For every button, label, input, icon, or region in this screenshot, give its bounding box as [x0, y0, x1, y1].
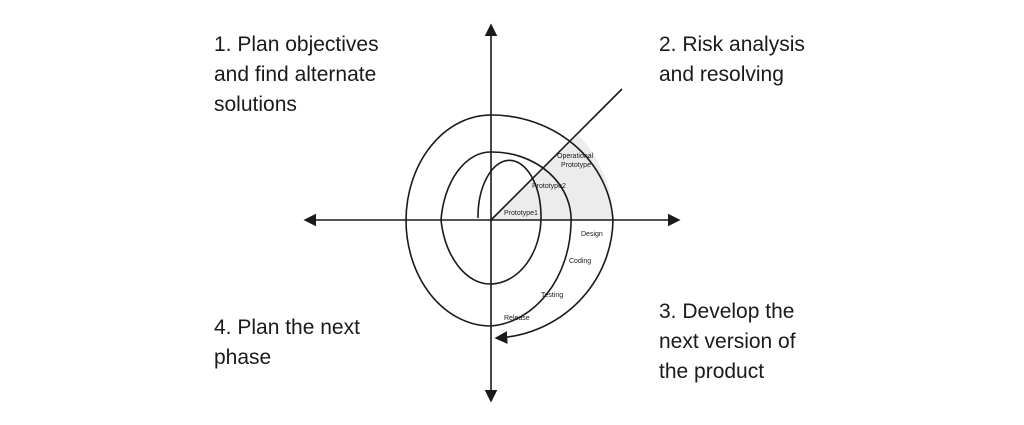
quadrant-text-line: and resolving	[659, 63, 784, 86]
quadrant-text-line: and find alternate	[214, 63, 377, 86]
label-testing: Testing	[541, 292, 563, 299]
label-prototype1: Prototype1	[504, 210, 538, 217]
label-coding: Coding	[569, 258, 591, 265]
label-design: Design	[581, 231, 603, 238]
quadrant-develop: 3. Develop the next version of the produ…	[659, 297, 796, 387]
quadrant-text-line: the product	[659, 360, 765, 383]
quadrant-plan-objectives: 1. Plan objectives and find alternate so…	[214, 30, 379, 120]
quadrant-text-line: next version of	[659, 330, 796, 353]
label-release: Release	[504, 315, 530, 322]
quadrant-text-line: 4. Plan the next	[214, 316, 360, 339]
spiral-path	[405, 114, 614, 344]
label-prototype2: Prototype2	[532, 183, 566, 190]
quadrant-text-line: phase	[214, 346, 272, 369]
quadrant-plan-next-phase: 4. Plan the next phase	[214, 313, 360, 373]
quadrant-text-line: 1. Plan objectives	[214, 33, 379, 56]
label-operational-line1: Operational	[557, 153, 594, 160]
label-operational-line2: Prototype	[561, 162, 591, 169]
quadrant-text-line: solutions	[214, 93, 297, 116]
risk-region-shade	[491, 135, 613, 220]
quadrant-risk-analysis: 2. Risk analysis and resolving	[659, 30, 805, 90]
risk-diagonal-line	[490, 88, 623, 221]
quadrant-text-line: 3. Develop the	[659, 300, 795, 323]
quadrant-text-line: 2. Risk analysis	[659, 33, 805, 56]
